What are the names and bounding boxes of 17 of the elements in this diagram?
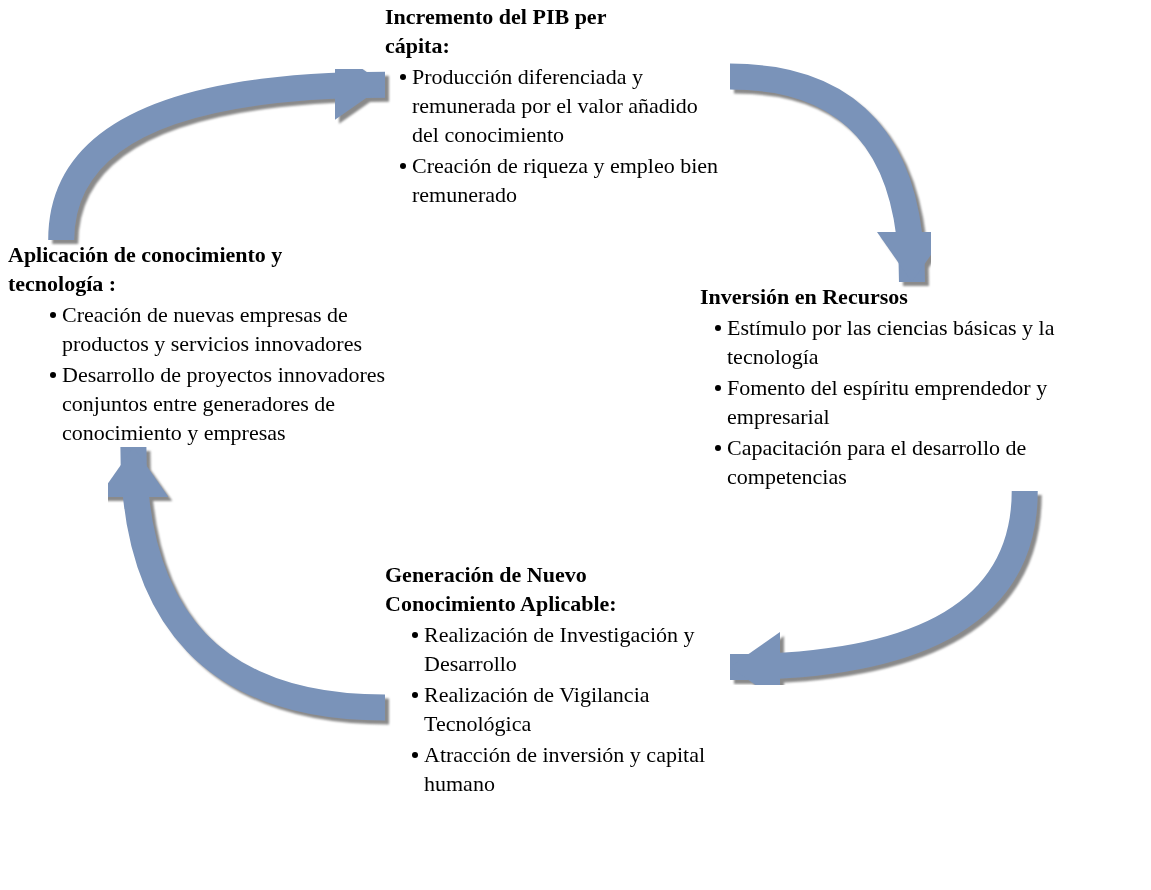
section-heading: Incremento del PIB per cápita:: [385, 3, 607, 60]
curved-arrow: [729, 490, 1038, 701]
section-heading: Inversión en Recursos: [700, 283, 909, 311]
section-heading: Generación de Nuevo Conocimiento Aplicable:: [385, 561, 618, 618]
bullet-text: Realización de Vigilancia Tecnológica: [424, 681, 651, 738]
bullet-text: Fomento del espíritu emprendedor y empresarial: [727, 374, 1049, 431]
bullet-text: Producción diferenciada y remunerada por el valor añadido del conocimiento: [412, 63, 699, 149]
bullet-text: Creación de nuevas empresas de productos y servicios innovadores: [62, 301, 363, 358]
bullet-text: Realización de Investigación y Desarrollo: [424, 621, 696, 678]
bullet-text: Capacitación para el desarrollo de competencias: [727, 434, 1028, 491]
bullet-text: Desarrollo de proyectos innovadores conjuntos entre generadores de conocimiento y empresas: [62, 361, 387, 447]
bullet-text: Estímulo por las ciencias básicas y la tecnología: [727, 314, 1056, 371]
bullet-text: Creación de riqueza y empleo bien remunerado: [412, 152, 720, 209]
curved-arrow: [729, 63, 945, 283]
bullet-text: Atracción de inversión y capital humano: [424, 741, 706, 798]
curved-arrow: [100, 446, 386, 721]
section-heading: Aplicación de conocimiento y tecnología :: [8, 241, 284, 298]
